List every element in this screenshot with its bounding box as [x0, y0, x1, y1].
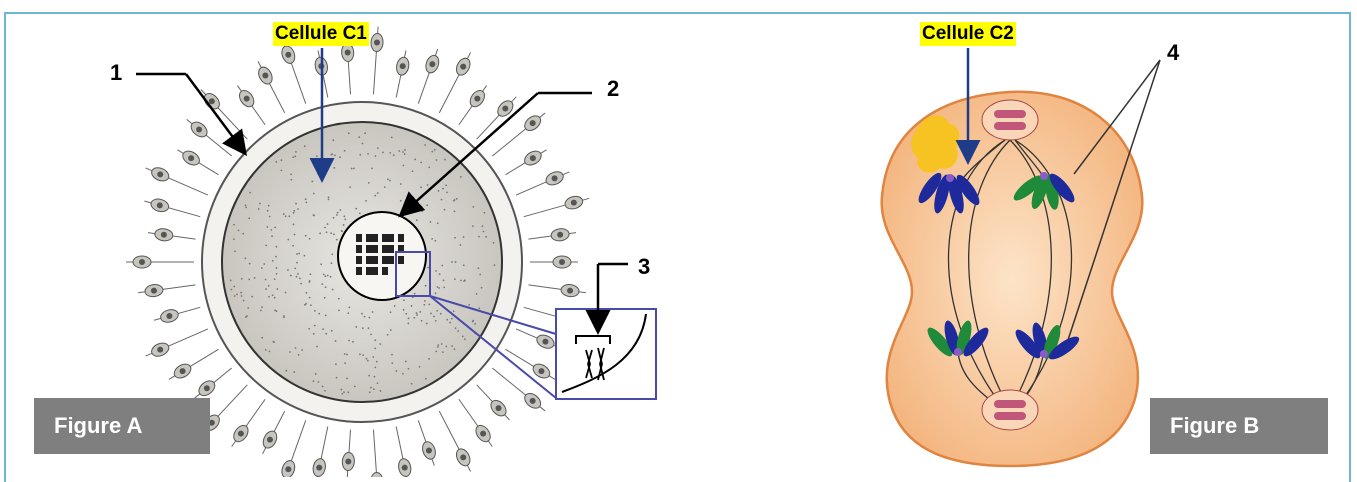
- nucleus-chromosome: [366, 234, 372, 242]
- follicle-cell: [395, 51, 410, 98]
- pointer-1-diag: [186, 74, 244, 152]
- nucleus-chromosome: [372, 234, 378, 242]
- follicle-cell: [148, 228, 196, 242]
- nucleus-chromosome: [398, 256, 404, 264]
- follicle-cell: [530, 256, 578, 268]
- follicle-cell: [516, 169, 569, 195]
- nucleus-chromosome: [366, 245, 372, 253]
- follicle-cell: [231, 399, 265, 446]
- marker-4: 4: [1167, 40, 1179, 66]
- nucleus-chromosome: [382, 245, 388, 253]
- nucleus-chromosome: [356, 256, 362, 264]
- nucleus-chromosome: [382, 256, 388, 264]
- header-cut-text: [0, 0, 1357, 10]
- follicle-cell: [194, 368, 231, 399]
- cellule-c2-label: Cellule C2: [920, 22, 1016, 46]
- centrosome-bottom: [982, 390, 1038, 430]
- nucleus-chromosome: [372, 245, 378, 253]
- follicle-cell: [256, 61, 285, 112]
- follicle-cell: [342, 430, 355, 477]
- follicle-cell: [528, 228, 576, 242]
- nucleus-chromosome: [388, 245, 394, 253]
- nucleus-chromosome: [366, 267, 372, 275]
- centrosome-top: [982, 100, 1038, 140]
- dividing-cell-diagram: [882, 48, 1160, 466]
- marker-3: 3: [638, 254, 650, 280]
- follicle-cell: [439, 411, 472, 471]
- nucleus-chromosome: [382, 234, 388, 242]
- nucleus-chromosome: [356, 267, 362, 275]
- follicle-cell: [506, 148, 547, 174]
- follicle-cell: [144, 197, 200, 217]
- follicle-cell: [237, 86, 266, 125]
- follicle-cell: [138, 283, 195, 297]
- follicle-cell: [477, 385, 510, 420]
- nucleus-chromosome: [382, 267, 388, 275]
- follicle-cell: [418, 49, 441, 104]
- follicle-cell: [146, 165, 208, 195]
- follicle-cell: [280, 40, 306, 104]
- follicle-cell: [280, 420, 306, 477]
- follicle-cell: [524, 194, 589, 216]
- nucleus-chromosome: [372, 267, 378, 275]
- nucleus-chromosome: [398, 234, 404, 242]
- zoom-inset-box: [556, 309, 656, 399]
- follicle-cell: [459, 86, 488, 125]
- nucleus-chromosome: [356, 245, 362, 253]
- cellule-c1-label: Cellule C1: [273, 22, 369, 46]
- nucleus-chromosome: [388, 256, 394, 264]
- follicle-cell: [370, 27, 383, 95]
- follicle-cell: [146, 329, 208, 359]
- follicle-cell: [492, 113, 545, 156]
- follicle-cell: [169, 349, 219, 381]
- follicle-cell: [418, 420, 437, 465]
- follicle-cell: [396, 426, 412, 477]
- follicle-cell: [459, 399, 493, 446]
- follicle-cell: [126, 256, 194, 268]
- follicle-cell: [177, 148, 218, 174]
- follicle-cell: [261, 411, 285, 454]
- follicle-cell: [528, 283, 585, 297]
- marker-1: 1: [110, 60, 122, 86]
- follicle-cell: [439, 52, 472, 112]
- figure-a-tag: Figure A: [34, 398, 210, 454]
- follicle-cell: [154, 307, 200, 324]
- nucleus-chromosome: [372, 256, 378, 264]
- nucleus-chromosome: [388, 234, 394, 242]
- marker-2: 2: [607, 76, 619, 102]
- figure-b-tag: Figure B: [1150, 398, 1328, 454]
- nucleus-chromosome: [356, 234, 362, 242]
- nucleus-chromosome: [366, 256, 372, 264]
- follicle-cell: [370, 430, 383, 477]
- follicle-cell: [312, 426, 328, 477]
